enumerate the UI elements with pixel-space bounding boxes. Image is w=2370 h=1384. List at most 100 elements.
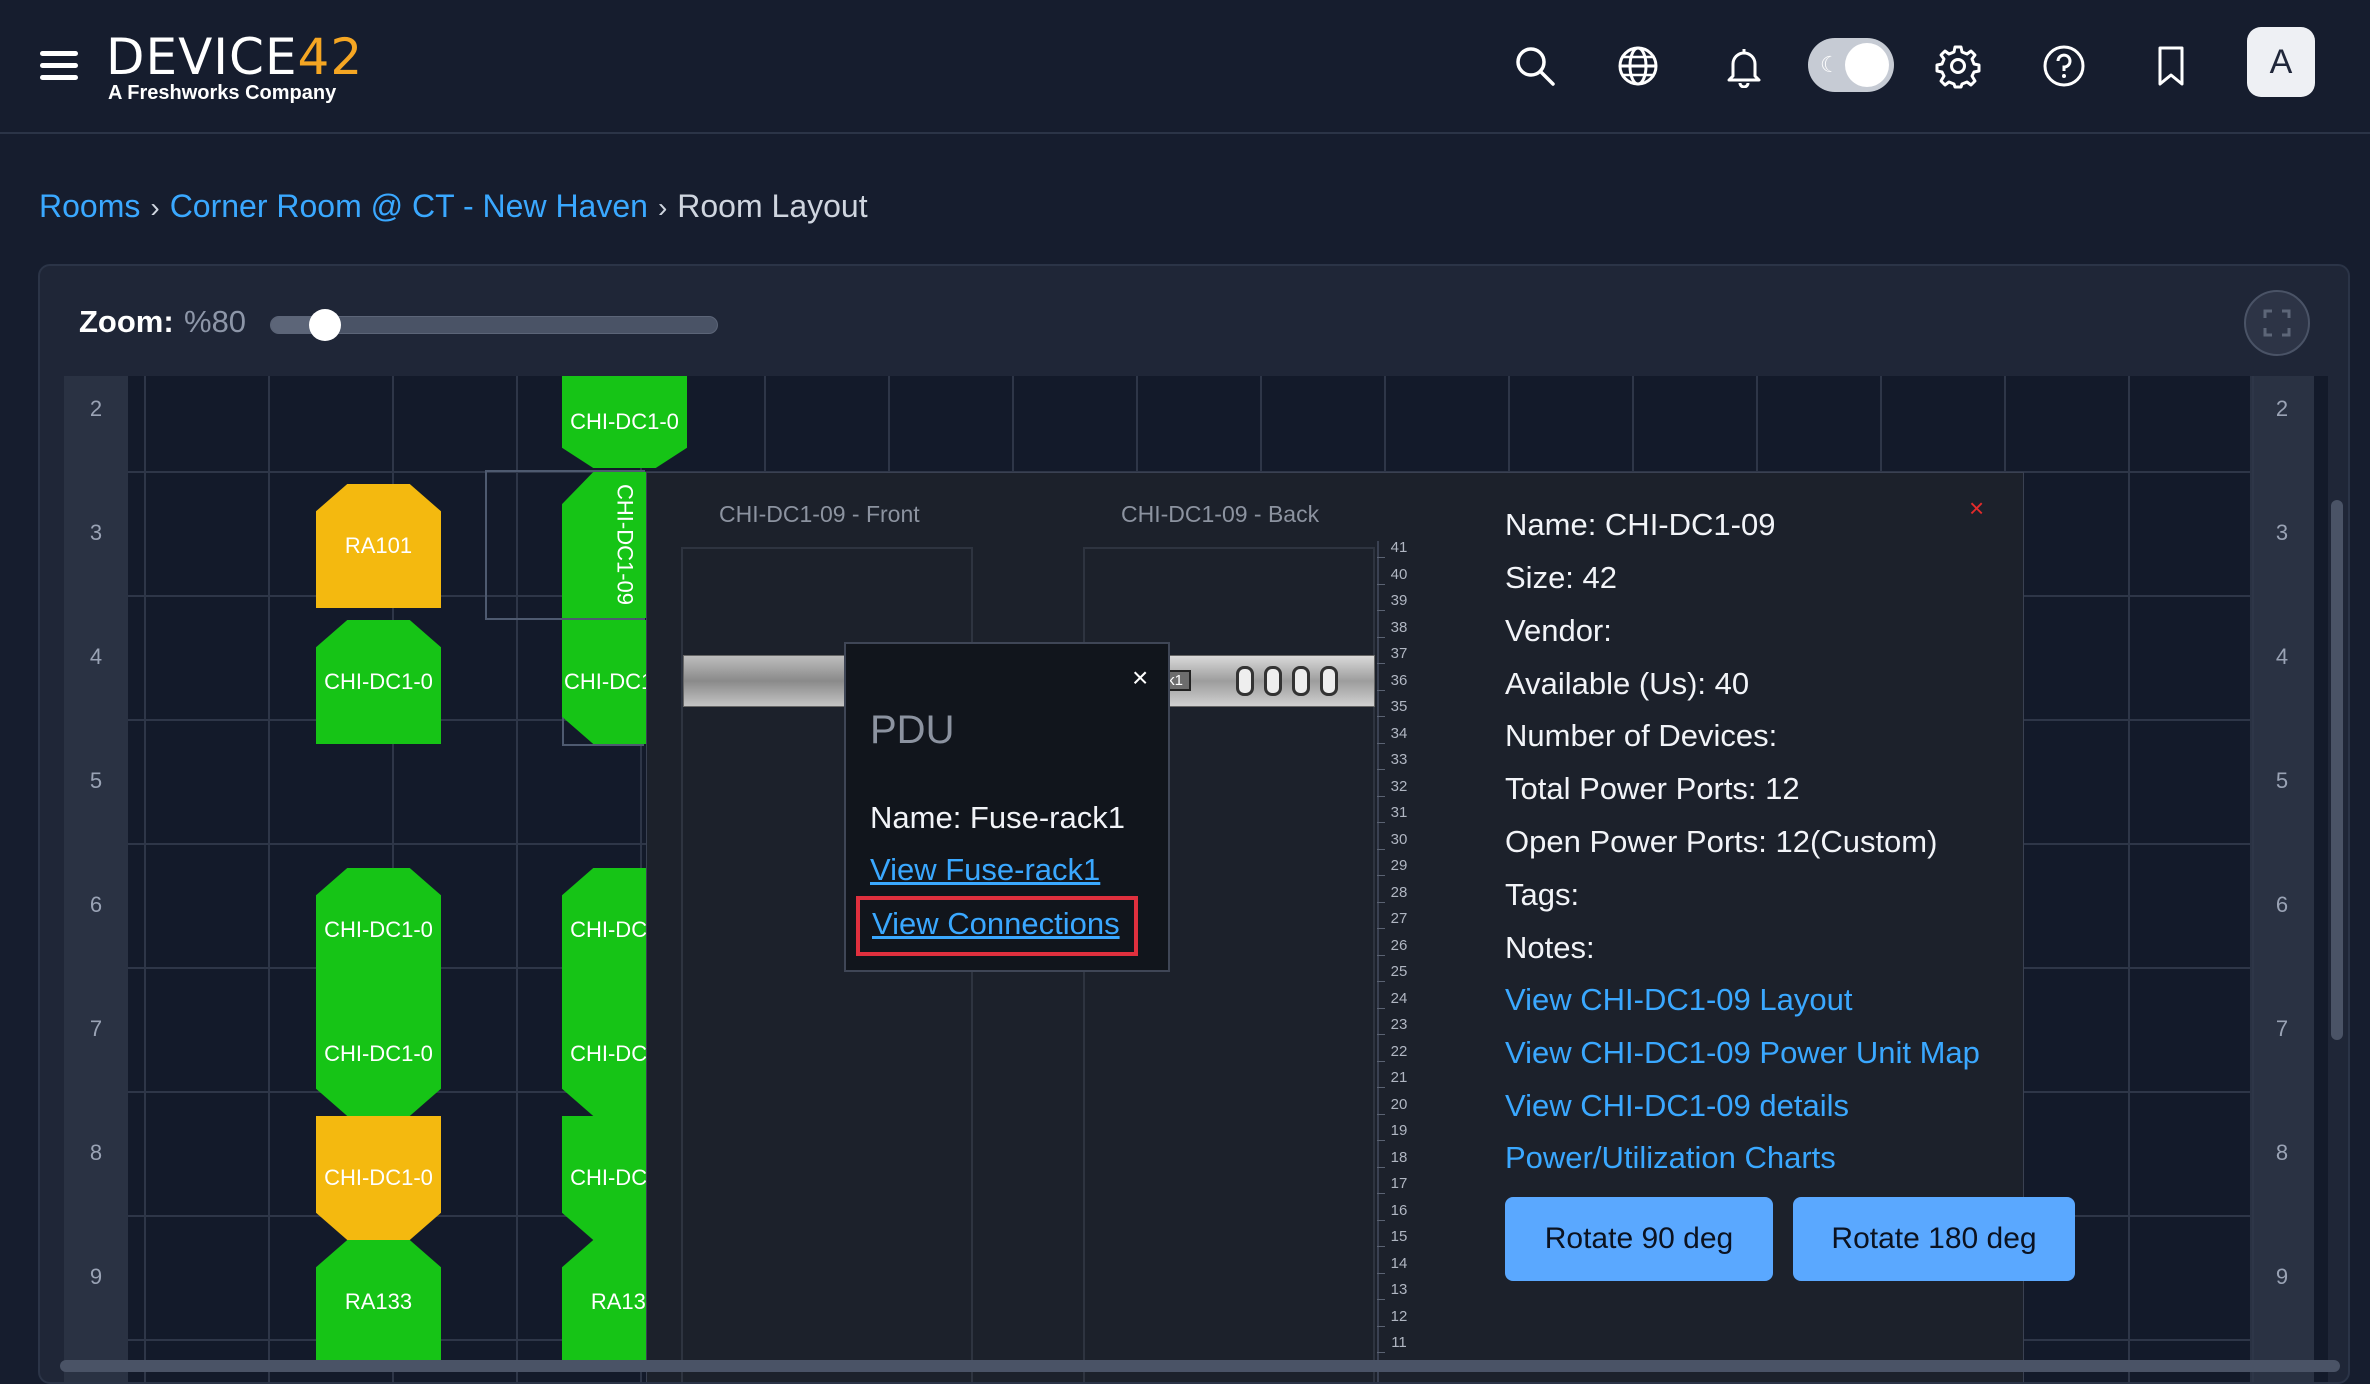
rack-unit-tick [1377,1299,1385,1300]
toggle-knob [1845,43,1889,87]
logo-tagline: A Freshworks Company [108,82,337,104]
menu-icon[interactable] [40,49,78,83]
rotate-90-button[interactable]: Rotate 90 deg [1505,1197,1773,1281]
row-label: 2 [89,396,103,421]
rack-unit-tick [1377,848,1385,850]
rack-unit-tick [1377,1325,1385,1327]
rack-unit-tick [1377,954,1385,956]
gear-icon[interactable] [1928,36,1988,96]
close-icon[interactable]: × [1969,493,1985,523]
rack-tile[interactable]: CHI-DC1-0 [316,620,441,744]
rack-unit-label: 19 [1390,1122,1408,1139]
rack-unit-tick [1377,1246,1385,1247]
rack-details-popup: CHI-DC1-09 - Front CHI-DC1-09 - Back Fus… [646,472,2075,1382]
breadcrumb-room[interactable]: Corner Room @ CT - New Haven [169,188,648,224]
view-layout-link[interactable]: View CHI-DC1-09 Layout [1505,982,1853,1017]
rack-unit-label: 28 [1390,883,1408,901]
grid-line [516,376,518,1382]
rack-unit-tick [1377,1034,1385,1035]
front-view-title: CHI-DC1-09 - Front [719,501,920,527]
zoom-slider[interactable] [270,309,718,341]
bell-icon[interactable] [1714,36,1774,96]
vertical-scrollbar[interactable] [2331,500,2343,1040]
rack-unit-tick [1377,557,1385,558]
close-icon[interactable]: × [1132,662,1149,693]
search-icon[interactable] [1505,36,1565,96]
rack-unit-tick [1377,1272,1385,1274]
rack-unit-label: 21 [1390,1069,1408,1086]
globe-icon[interactable] [1608,36,1668,96]
rack-unit-label: 40 [1390,565,1408,583]
pdu-title: PDU [870,708,955,752]
breadcrumb-rooms[interactable]: Rooms [39,188,141,224]
rack-unit-label: 36 [1390,671,1408,689]
grid-line [2252,376,2254,1382]
rack-unit-label: 17 [1390,1175,1408,1192]
rack-unit-label: 20 [1390,1095,1408,1113]
rack-unit-tick [1377,875,1385,876]
rack-unit-tick [1377,928,1385,929]
row-label: 4 [89,644,103,669]
zoom-value: %80 [184,304,247,339]
fullscreen-icon[interactable] [2244,290,2310,356]
rack-unit-tick [1377,1060,1385,1062]
view-pdu-link[interactable]: View Fuse-rack1 [870,852,1101,887]
rack-tile[interactable]: CHI-DC1-0 [316,868,441,992]
rack-tags: Tags: [1505,877,1580,912]
rack-unit-label: 11 [1391,1334,1407,1351]
view-power-unit-map-link[interactable]: View CHI-DC1-09 Power Unit Map [1505,1035,1980,1070]
rack-vendor: Vendor: [1505,613,1612,648]
bookmark-icon[interactable] [2141,36,2201,96]
view-details-link[interactable]: View CHI-DC1-09 details [1505,1088,1849,1123]
horizontal-scrollbar[interactable] [60,1360,2340,1372]
rack-unit-label: 41 [1390,539,1408,556]
row-label: 5 [89,768,103,793]
rack-unit-label: 34 [1390,724,1408,742]
power-utilization-charts-link[interactable]: Power/Utilization Charts [1505,1140,1836,1175]
theme-toggle[interactable]: ☾ [1808,38,1894,92]
breadcrumb-current: Room Layout [677,188,868,224]
rack-unit-label: 14 [1390,1254,1408,1272]
rack-unit-tick [1377,822,1385,823]
rack-unit-tick [1377,1087,1385,1088]
row-label: 8 [2275,1140,2289,1165]
rack-notes: Notes: [1505,930,1595,965]
rack-size: Size: 42 [1505,560,1618,595]
rack-unit-tick [1377,1166,1385,1168]
rack-tile[interactable]: CHI-DC1-0 [562,376,687,468]
rack-unit-tick [1377,1113,1385,1115]
rack-tile[interactable]: RA101 [316,484,441,608]
rack-unit-label: 22 [1390,1042,1408,1060]
rack-unit-tick [1377,636,1385,638]
logo[interactable]: DEVICE42 A Freshworks Company [106,28,362,108]
rack-unit-label: 33 [1390,751,1408,768]
rack-unit-tick [1377,1140,1385,1141]
rack-total-power-ports: Total Power Ports: 12 [1505,771,1800,806]
avatar[interactable]: A [2247,27,2315,97]
rack-unit-label: 31 [1390,804,1408,821]
breadcrumb: Rooms›Corner Room @ CT - New Haven›Room … [39,188,868,225]
rack-open-power-ports: Open Power Ports: 12(Custom) [1505,824,1938,859]
zoom-slider-handle[interactable] [308,309,341,341]
rack-unit-label: 12 [1390,1307,1408,1325]
rack-unit-tick [1377,716,1385,717]
breadcrumb-separator: › [150,192,160,223]
row-label: 9 [2275,1264,2289,1289]
rotate-180-button[interactable]: Rotate 180 deg [1793,1197,2075,1281]
rack-tile[interactable]: CHI-DC1-0 [316,1116,441,1240]
view-connections-highlight: View Connections [856,896,1138,956]
row-label: 6 [2275,892,2289,917]
help-icon[interactable] [2034,36,2094,96]
front-device-pdu[interactable] [683,655,851,707]
view-connections-link[interactable]: View Connections [872,906,1120,941]
rack-unit-tick [1377,1007,1385,1009]
rack-name: Name: CHI-DC1-09 [1505,507,1776,542]
rack-tile[interactable]: CHI-DC1-0 [316,992,441,1116]
rack-unit-label: 32 [1390,777,1408,795]
rack-unit-label: 29 [1390,857,1408,874]
rack-tile[interactable]: RA133 [316,1240,441,1364]
